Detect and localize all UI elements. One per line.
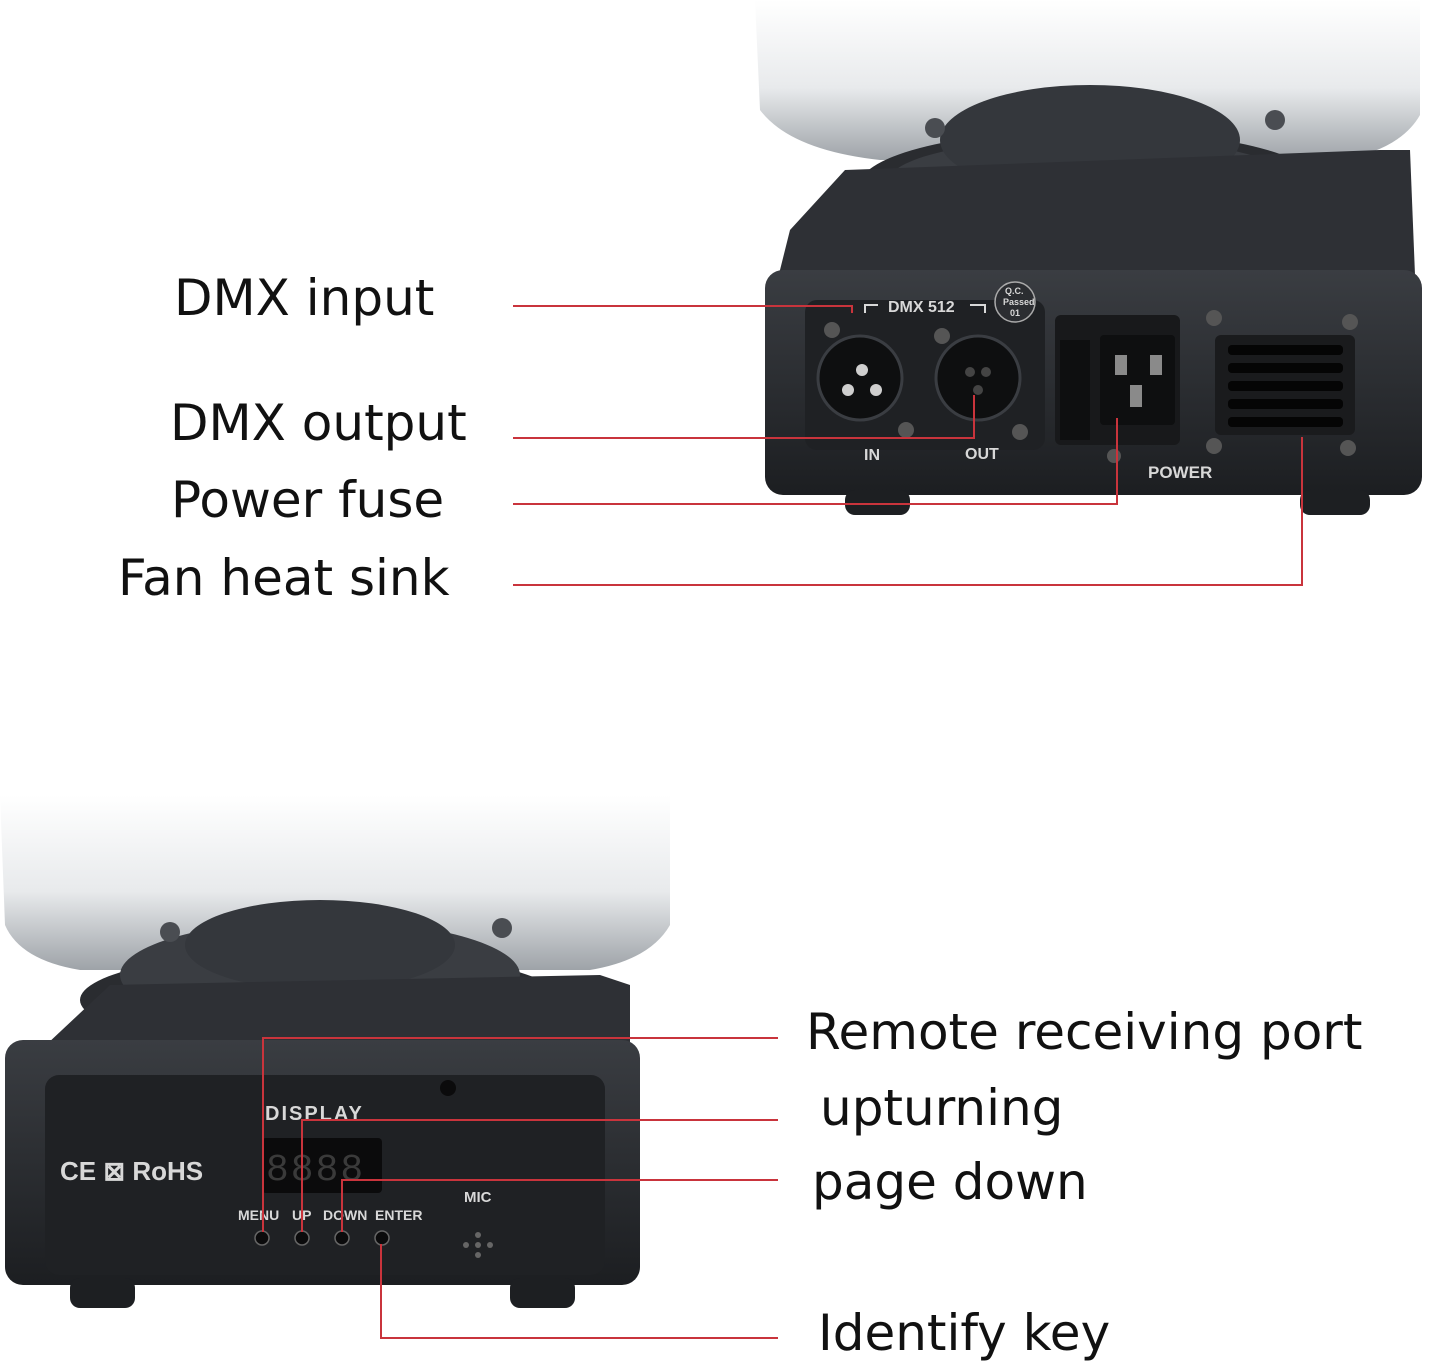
qc-label-line3: 01: [1010, 308, 1020, 318]
label-fan-heat-sink: Fan heat sink: [118, 549, 450, 607]
enter-button-label: ENTER: [375, 1207, 422, 1223]
label-page-down: page down: [812, 1153, 1088, 1211]
bottom-moving-head: [0, 795, 670, 1308]
label-dmx-output: DMX output: [170, 394, 467, 452]
leader-fan-heat-sink-v: [1301, 437, 1303, 586]
leader-power-fuse-h: [513, 503, 1118, 505]
mic-label: MIC: [464, 1189, 492, 1206]
power-label: POWER: [1148, 463, 1212, 482]
label-upturning: upturning: [820, 1079, 1064, 1137]
leader-upturning-v: [301, 1119, 303, 1232]
label-dmx-input: DMX input: [174, 269, 435, 327]
down-button-label: DOWN: [323, 1207, 367, 1223]
display-digits: 8888: [266, 1149, 365, 1192]
dmx-512-label: DMX 512: [888, 299, 955, 316]
leader-dmx-output-h: [513, 437, 975, 439]
leader-remote-port-h: [262, 1037, 778, 1039]
leader-page-down-h: [341, 1179, 778, 1181]
qc-label-line1: Q.C.: [1005, 286, 1024, 296]
display-label: DISPLAY: [265, 1103, 364, 1125]
label-power-fuse: Power fuse: [171, 471, 445, 529]
ce-rohs-mark: CE ⊠ RoHS: [60, 1156, 203, 1186]
leader-page-down-v: [341, 1179, 343, 1232]
out-label: OUT: [965, 446, 999, 463]
leader-identify-key-v: [380, 1244, 382, 1339]
leader-dmx-output-v: [973, 395, 975, 439]
in-label: IN: [864, 447, 880, 464]
leader-upturning-h: [301, 1119, 778, 1121]
leader-identify-key-h: [380, 1337, 778, 1339]
label-identify-key: Identify key: [818, 1304, 1111, 1362]
leader-fan-heat-sink-h: [513, 584, 1303, 586]
leader-remote-port-v: [262, 1037, 264, 1232]
menu-button-label: MENU: [238, 1207, 279, 1223]
qc-label-line2: Passed: [1003, 297, 1035, 307]
leader-dmx-input-h: [513, 305, 853, 307]
leader-dmx-input-v: [851, 305, 853, 313]
leader-power-fuse-v: [1116, 418, 1118, 505]
label-remote-receiving-port: Remote receiving port: [806, 1003, 1363, 1061]
